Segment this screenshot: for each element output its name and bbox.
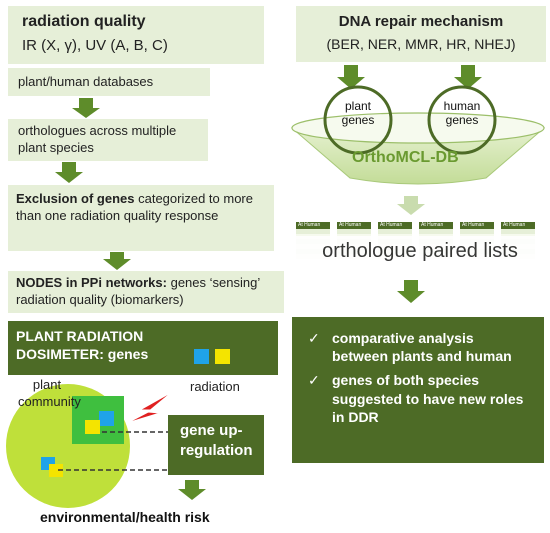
blue-gene-square <box>194 349 209 364</box>
list-header-at: At <box>298 222 303 228</box>
list-header-human: Human <box>304 222 321 228</box>
yellow-gene-square-2 <box>49 464 63 477</box>
human-genes-circle <box>427 85 497 155</box>
nodes-rest: genes ‘sensing’ radiation quality (bioma… <box>16 275 260 307</box>
conclusion-list: ✓ comparative analysis between plants and… <box>304 329 532 426</box>
yellow-gene-square-1 <box>85 420 100 434</box>
arrow-down-7 <box>397 280 425 303</box>
conclusion-text: comparative analysis between plants and … <box>332 330 512 365</box>
arrow-down-light <box>397 196 425 215</box>
plant-genes-circle <box>323 85 393 155</box>
orthologues-box: orthologues across multiple plant specie… <box>8 119 208 161</box>
dna-repair-box: DNA repair mechanism (BER, NER, MMR, HR,… <box>296 6 546 62</box>
nodes-box: NODES in PPi networks: genes ‘sensing’ r… <box>8 271 284 313</box>
nodes-bold: NODES in PPi networks: <box>16 275 167 290</box>
exclusion-text: Exclusion of genes categorized to more t… <box>16 191 271 225</box>
human-genes-label: human genes <box>443 99 481 127</box>
list-header-human: Human <box>468 222 485 228</box>
list-header-human: Human <box>509 222 526 228</box>
blue-gene-square-1 <box>99 411 114 426</box>
conclusion-item: ✓ comparative analysis between plants and… <box>304 329 532 365</box>
orthomcl-label: OrthoMCL-DB <box>352 149 459 166</box>
radiation-label: radiation <box>190 379 240 394</box>
gene-upregulation-box: gene up-regulation <box>168 415 264 475</box>
list-header-at: At <box>339 222 344 228</box>
arrow-down-4 <box>178 480 206 500</box>
nodes-text: NODES in PPi networks: genes ‘sensing’ r… <box>16 275 284 309</box>
exclusion-bold: Exclusion of genes <box>16 191 135 206</box>
databases-box: plant/human databases <box>8 68 210 96</box>
arrow-down-1 <box>72 98 100 118</box>
list-header-at: At <box>462 222 467 228</box>
paired-lists-label-backdrop: orthologue paired lists <box>296 236 544 266</box>
radiation-quality-title: radiation quality <box>22 13 146 30</box>
radiation-quality-box: radiation quality IR (X, γ), UV (A, B, C… <box>8 6 264 64</box>
exclusion-box: Exclusion of genes categorized to more t… <box>8 185 274 251</box>
list-header-human: Human <box>427 222 444 228</box>
plant-genes-label: plant genes <box>341 99 375 127</box>
exclusion-rest: categorized to more than one radiation q… <box>16 191 253 223</box>
radiation-quality-subtitle: IR (X, γ), UV (A, B, C) <box>22 37 168 54</box>
dosimeter-box: PLANT RADIATION DOSIMETER: genes <box>8 321 278 375</box>
arrow-down-5 <box>337 65 365 89</box>
gene-upregulation-text: gene up-regulation <box>180 422 253 459</box>
orthologue-paired-lists-label: orthologue paired lists <box>322 240 518 262</box>
list-header-human: Human <box>345 222 362 228</box>
list-header-at: At <box>503 222 508 228</box>
dna-repair-subtitle: (BER, NER, MMR, HR, NHEJ) <box>326 36 516 52</box>
conclusion-box: ✓ comparative analysis between plants and… <box>292 317 544 463</box>
conclusion-item: ✓ genes of both species suggested to have… <box>304 371 532 426</box>
arrow-down-2 <box>55 162 83 183</box>
arrow-down-3 <box>103 252 131 270</box>
dosimeter-title: PLANT RADIATION DOSIMETER: genes <box>16 328 149 363</box>
funnel-rim <box>291 112 545 144</box>
yellow-gene-square <box>215 349 230 364</box>
environmental-risk-text: environmental/health risk <box>40 509 210 525</box>
databases-text: plant/human databases <box>18 74 154 89</box>
list-header-at: At <box>421 222 426 228</box>
dna-repair-title: DNA repair mechanism <box>338 13 504 30</box>
orthologues-text: orthologues across multiple plant specie… <box>18 123 177 155</box>
check-icon: ✓ <box>308 330 320 346</box>
check-icon: ✓ <box>308 372 320 389</box>
list-header-at: At <box>380 222 385 228</box>
radiation-bolt-icon <box>126 391 173 424</box>
list-header-human: Human <box>386 222 403 228</box>
plant-community-label: plant community <box>18 377 81 409</box>
conclusion-text: genes of both species suggested to have … <box>332 372 524 425</box>
arrow-down-6 <box>454 65 482 89</box>
